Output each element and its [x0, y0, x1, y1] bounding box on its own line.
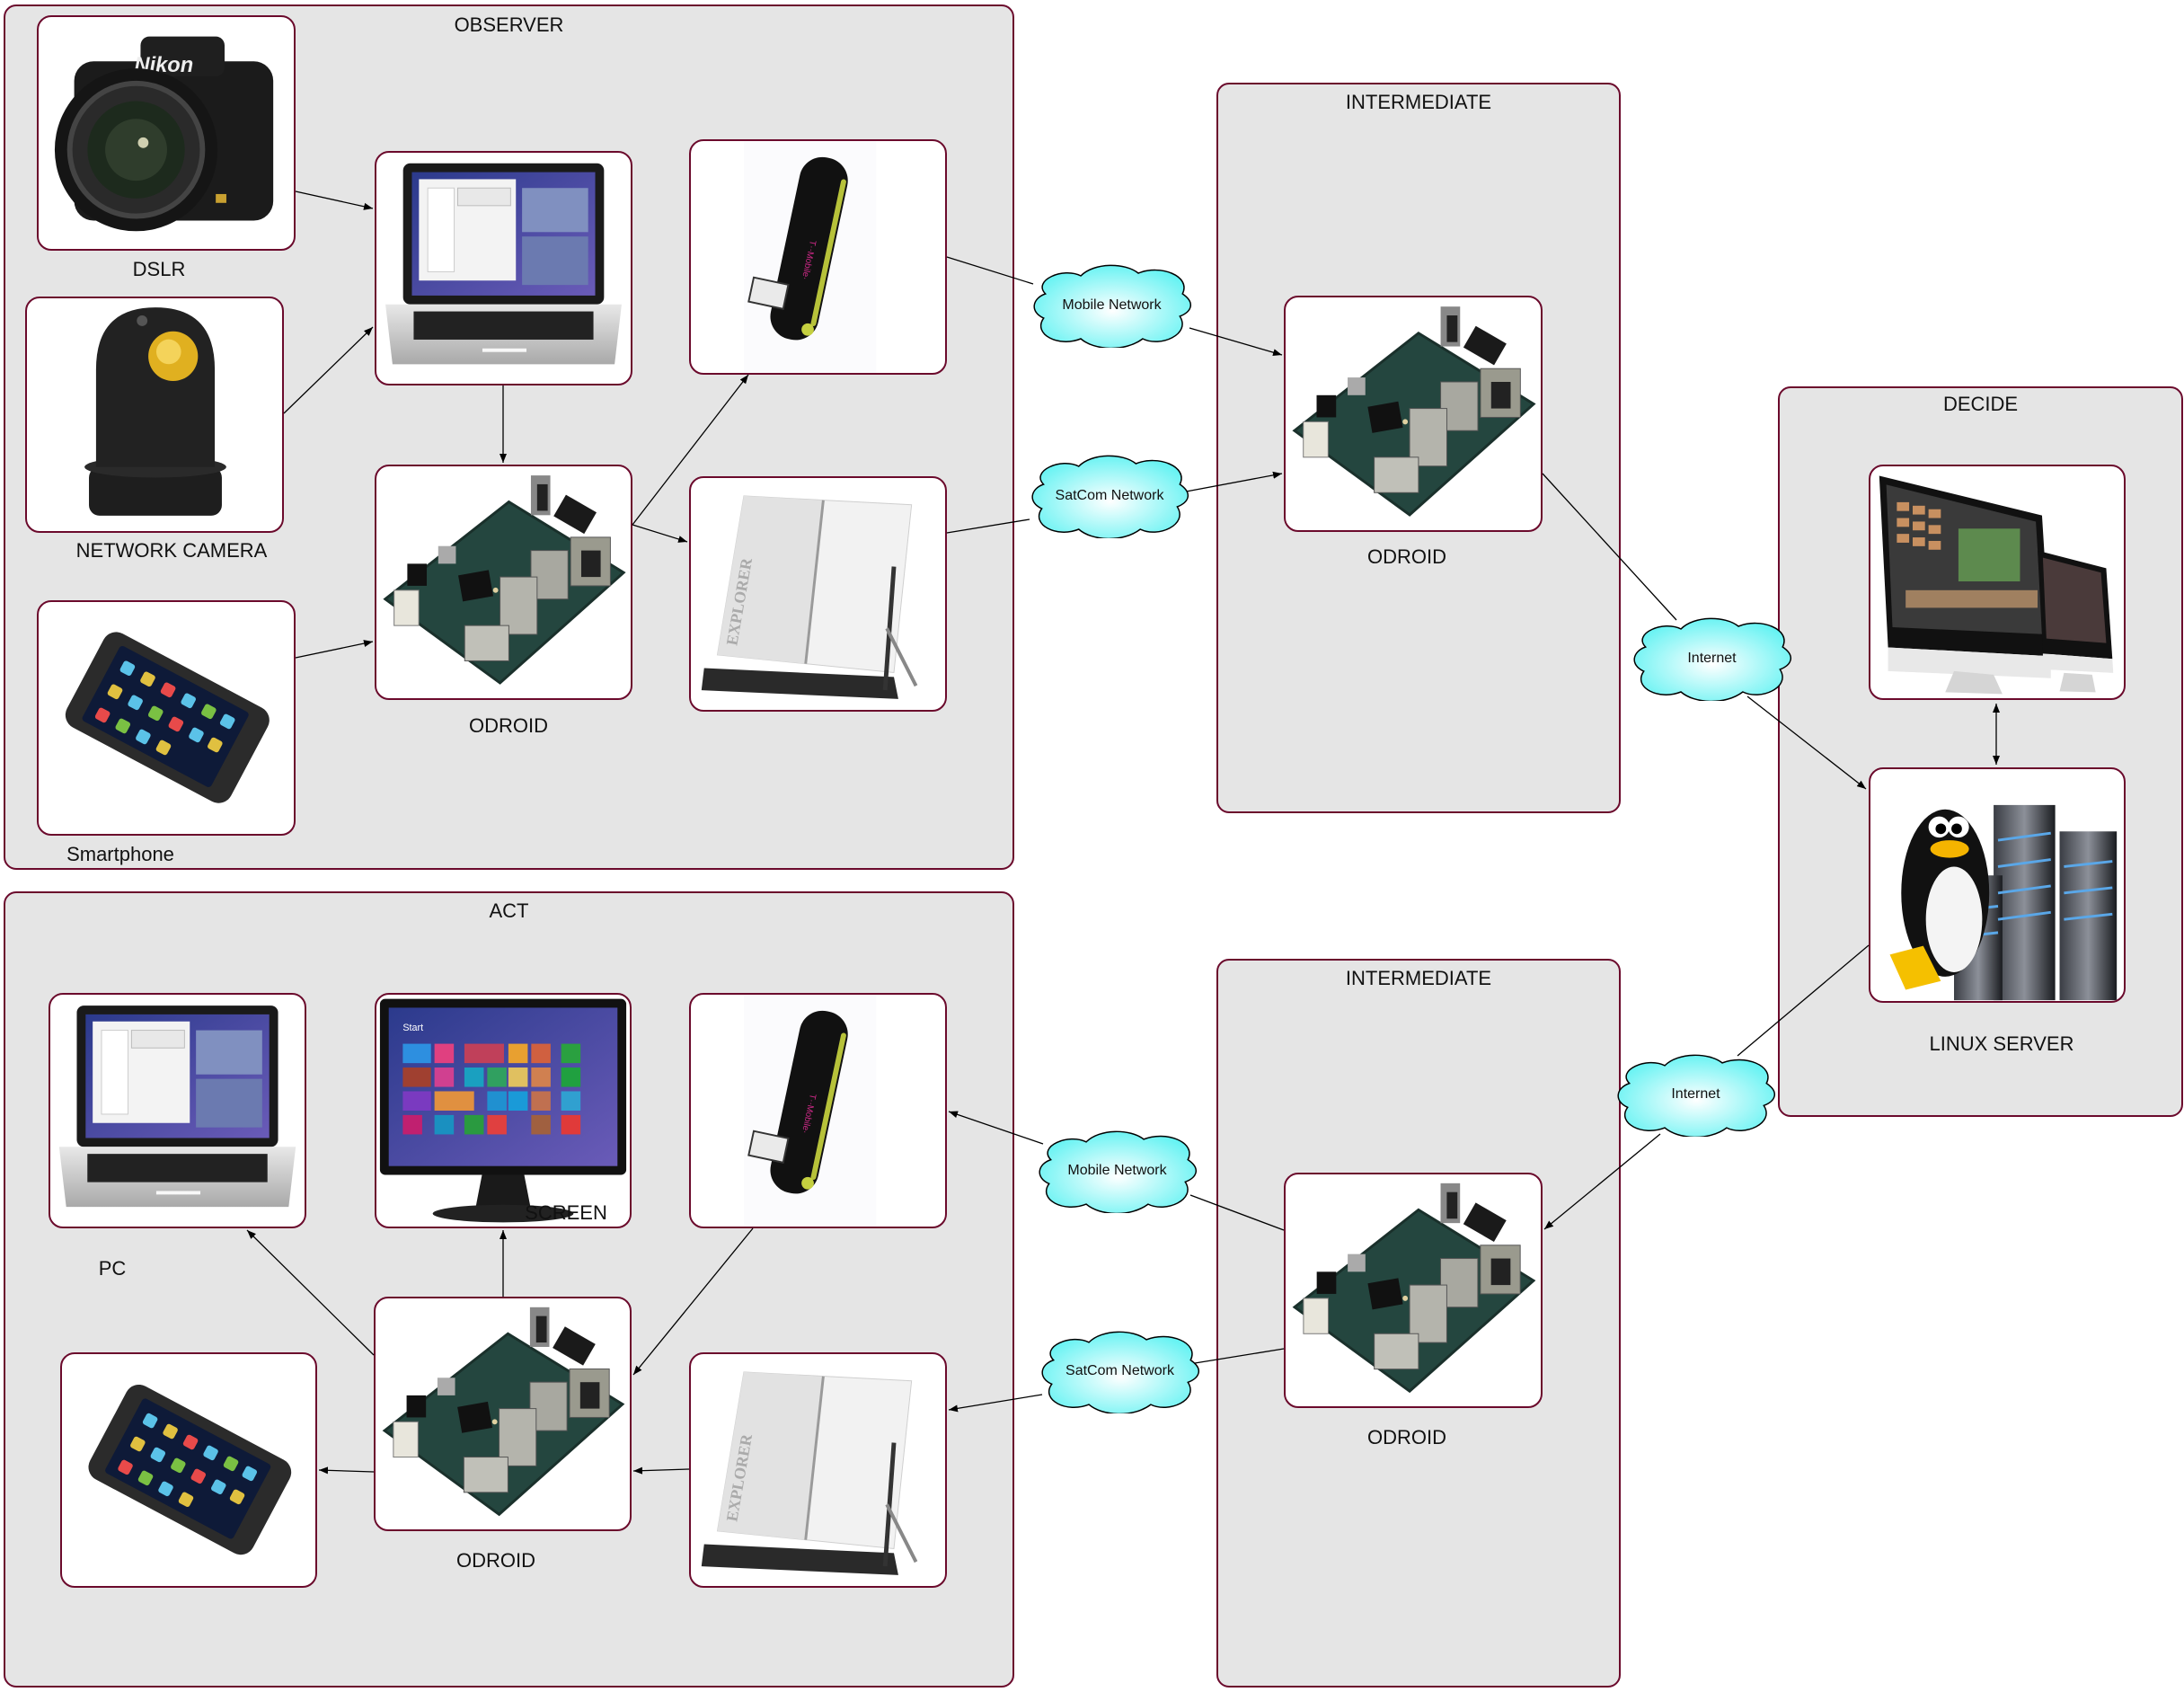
- usb-modem-icon: [691, 141, 945, 373]
- circuit-board-icon: [1286, 1174, 1541, 1406]
- imac-node[interactable]: [1869, 465, 2126, 700]
- mobile-network-cloud-top[interactable]: Mobile Network: [1028, 262, 1196, 348]
- network-camera-node[interactable]: [25, 297, 284, 533]
- desktop-computer-icon: [1870, 466, 2124, 698]
- act-smartphone-node[interactable]: [60, 1352, 317, 1588]
- intermediate-top-odroid-node[interactable]: [1284, 296, 1543, 532]
- act-satellite-terminal-node[interactable]: [689, 1352, 947, 1588]
- cloud-icon: [1633, 617, 1791, 701]
- intermediate-top-title: INTERMEDIATE: [1345, 91, 1492, 113]
- cloud-icon: [1033, 264, 1191, 348]
- intermediate-bottom-odroid-node[interactable]: [1284, 1173, 1543, 1408]
- dome-camera-icon: [27, 298, 282, 531]
- observer-laptop-node[interactable]: [375, 151, 632, 385]
- act-screen-node[interactable]: [375, 993, 632, 1228]
- act-odroid-node[interactable]: [374, 1297, 632, 1531]
- intermediate-bottom-odroid-label: ODROID: [1367, 1426, 1446, 1448]
- circuit-board-icon: [376, 1298, 630, 1529]
- camera-icon: [39, 17, 294, 249]
- mobile-network-top-label: Mobile Network: [1062, 297, 1162, 313]
- act-screen-label: SCREEN: [525, 1201, 607, 1224]
- decide-title: DECIDE: [1942, 393, 2019, 415]
- linux-server-label: LINUX SERVER: [1929, 1032, 2074, 1055]
- observer-usb-modem-node[interactable]: [689, 139, 947, 375]
- smartphone-icon: [39, 602, 294, 834]
- intermediate-top-odroid-label: ODROID: [1367, 545, 1446, 568]
- cloud-icon: [1031, 455, 1189, 538]
- linux-server-icon: [1870, 769, 2124, 1001]
- act-odroid-label: ODROID: [456, 1549, 535, 1572]
- linux-server-node[interactable]: [1869, 767, 2126, 1003]
- observer-satellite-terminal-node[interactable]: [689, 476, 947, 712]
- satcom-network-bottom-label: SatCom Network: [1065, 1363, 1174, 1378]
- cloud-icon: [1617, 1054, 1775, 1137]
- smartphone-label: Smartphone: [66, 843, 174, 865]
- monitor-icon: [376, 995, 630, 1227]
- cloud-icon: [1039, 1130, 1197, 1213]
- internet-cloud-top[interactable]: Internet: [1628, 616, 1796, 701]
- network-camera-label: NETWORK CAMERA: [75, 539, 268, 562]
- internet-bottom-label: Internet: [1671, 1086, 1720, 1102]
- satcom-network-top-label: SatCom Network: [1055, 487, 1164, 503]
- act-usb-modem-node[interactable]: [689, 993, 947, 1228]
- circuit-board-icon: [1286, 297, 1541, 530]
- act-pc-node[interactable]: [49, 993, 306, 1228]
- dslr-label: DSLR: [132, 258, 186, 280]
- intermediate-bottom-title: INTERMEDIATE: [1345, 967, 1492, 989]
- internet-top-label: Internet: [1687, 650, 1737, 666]
- satellite-terminal-icon: [691, 1354, 945, 1586]
- satcom-network-cloud-top[interactable]: SatCom Network: [1026, 453, 1193, 538]
- act-title: ACT: [489, 899, 529, 922]
- observer-odroid-label: ODROID: [469, 714, 548, 737]
- mobile-network-cloud-bottom[interactable]: Mobile Network: [1033, 1129, 1201, 1213]
- circuit-board-icon: [376, 466, 631, 698]
- act-pc-label: PC: [98, 1257, 127, 1280]
- observer-odroid-node[interactable]: [375, 465, 632, 700]
- dslr-node[interactable]: [37, 15, 296, 251]
- internet-cloud-bottom[interactable]: Internet: [1612, 1052, 1780, 1137]
- observer-title: OBSERVER: [454, 13, 564, 36]
- satcom-network-cloud-bottom[interactable]: SatCom Network: [1036, 1329, 1204, 1413]
- smartphone-node[interactable]: [37, 600, 296, 836]
- mobile-network-bottom-label: Mobile Network: [1067, 1163, 1167, 1178]
- cloud-icon: [1041, 1331, 1199, 1413]
- laptop-icon: [376, 153, 631, 384]
- satellite-terminal-icon: [691, 478, 945, 710]
- laptop-icon: [50, 995, 305, 1227]
- smartphone-icon: [62, 1354, 315, 1586]
- usb-modem-icon: [691, 995, 945, 1227]
